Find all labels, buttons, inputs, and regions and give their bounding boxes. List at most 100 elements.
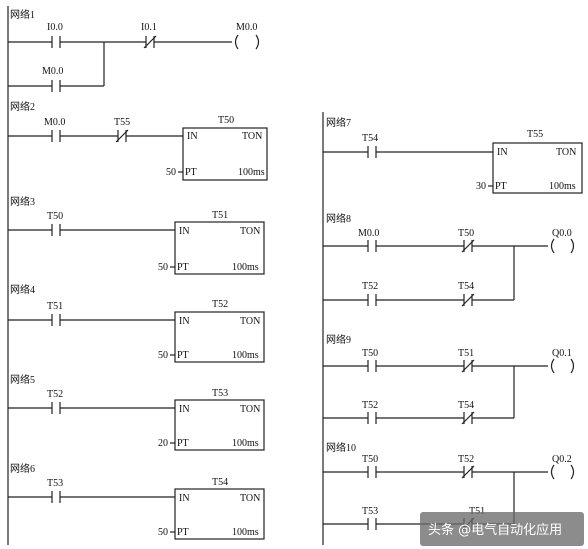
network-label: 网络9 (326, 333, 351, 346)
timer-name: T53 (212, 388, 228, 399)
contact-no (367, 465, 377, 479)
watermark: 头条 @电气自动化应用 (420, 512, 584, 546)
contact-label: I0.0 (47, 22, 63, 33)
contact-label: M0.0 (44, 117, 65, 128)
timer-time-base: 100ms (549, 181, 576, 192)
timer-type: TON (242, 131, 262, 142)
timer-in-label: IN (179, 226, 190, 237)
timer-time-base: 100ms (232, 350, 259, 361)
timer-in-label: IN (179, 493, 190, 504)
timer-in-label: IN (179, 404, 190, 415)
timer-time-base: 100ms (232, 438, 259, 449)
contact-label: T52 (458, 454, 474, 465)
timer-pt-label: PT (495, 181, 507, 192)
network-4: 网络4 T51 T52 IN TON 50 PT 100ms (8, 283, 265, 363)
network-3: 网络3 T50 T51 IN TON 50 PT 100ms (8, 195, 265, 275)
timer-type: TON (240, 226, 260, 237)
network-label: 网络6 (10, 462, 35, 475)
network-label: 网络4 (10, 283, 35, 296)
network-label: 网络5 (10, 373, 35, 386)
contact-label: T54 (458, 281, 474, 292)
timer-box (174, 488, 265, 540)
timer-pt-value: 30 (476, 181, 486, 192)
contact-label: T51 (47, 301, 63, 312)
contact-no (51, 129, 61, 143)
timer-box (174, 311, 265, 363)
timer-pt-label: PT (177, 527, 189, 538)
contact-label: T53 (47, 478, 63, 489)
network-label: 网络1 (10, 8, 35, 21)
contact-no (51, 313, 61, 327)
contact-no (51, 35, 61, 49)
contact-label: T54 (458, 400, 474, 411)
network-2: 网络2 M0.0 T55 T50 IN TON 50 PT 100ms (8, 100, 268, 181)
network-5: 网络5 T52 T53 IN TON 20 PT 100ms (8, 373, 265, 451)
coil-label: Q0.0 (552, 228, 572, 239)
contact-label: I0.1 (141, 22, 157, 33)
timer-time-base: 100ms (238, 167, 265, 178)
timer-name: T52 (212, 299, 228, 310)
timer-pt-label: PT (185, 167, 197, 178)
contact-no (51, 79, 61, 93)
contact-label: T53 (362, 506, 378, 517)
coil-label: Q0.2 (552, 454, 572, 465)
timer-box (174, 221, 265, 275)
network-label: 网络3 (10, 195, 35, 208)
contact-no (51, 490, 61, 504)
network-label: 网络10 (326, 441, 356, 454)
network-9: 网络9 T50 T51 Q0.1 T52 T54 (323, 333, 575, 425)
timer-box (492, 142, 583, 194)
timer-name: T55 (527, 129, 543, 140)
network-label: 网络7 (326, 116, 351, 129)
timer-type: TON (556, 147, 576, 158)
contact-label: T52 (362, 400, 378, 411)
contact-label: T51 (458, 348, 474, 359)
timer-name: T54 (212, 477, 228, 488)
timer-in-label: IN (187, 131, 198, 142)
network-label: 网络8 (326, 212, 351, 225)
contact-label: T50 (47, 211, 63, 222)
contact-label: T54 (362, 133, 378, 144)
contact-no (367, 359, 377, 373)
timer-in-label: IN (497, 147, 508, 158)
timer-pt-value: 50 (158, 350, 168, 361)
contact-no (367, 239, 377, 253)
timer-pt-value: 50 (158, 262, 168, 273)
contact-label: M0.0 (358, 228, 379, 239)
contact-label: T52 (362, 281, 378, 292)
timer-pt-value: 50 (166, 167, 176, 178)
contact-no (367, 293, 377, 307)
contact-label: T50 (458, 228, 474, 239)
network-1: 网络1 I0.0 I0.1 M0.0 M0.0 (8, 8, 260, 93)
timer-pt-label: PT (177, 262, 189, 273)
contact-label: T52 (47, 389, 63, 400)
coil-label: Q0.1 (552, 348, 572, 359)
timer-type: TON (240, 404, 260, 415)
timer-type: TON (240, 493, 260, 504)
contact-no (367, 145, 377, 159)
timer-name: T50 (218, 115, 234, 126)
contact-label: M0.0 (42, 66, 63, 77)
contact-label: T50 (362, 454, 378, 465)
timer-time-base: 100ms (232, 262, 259, 273)
network-8: 网络8 M0.0 T50 Q0.0 T52 T54 (323, 212, 575, 307)
timer-pt-label: PT (177, 438, 189, 449)
contact-no (51, 223, 61, 237)
timer-box (174, 399, 265, 451)
timer-time-base: 100ms (232, 527, 259, 538)
contact-label: T50 (362, 348, 378, 359)
contact-no (367, 517, 377, 531)
contact-no (367, 411, 377, 425)
contact-label: T51 (469, 506, 485, 517)
timer-pt-value: 20 (158, 438, 168, 449)
timer-box (182, 127, 268, 181)
timer-type: TON (240, 316, 260, 327)
network-6: 网络6 T53 T54 IN TON 50 PT 100ms (8, 462, 265, 540)
network-label: 网络2 (10, 100, 35, 113)
network-7: 网络7 T54 T55 IN TON 30 PT 100ms (323, 116, 583, 194)
timer-pt-value: 50 (158, 527, 168, 538)
timer-in-label: IN (179, 316, 190, 327)
timer-name: T51 (212, 210, 228, 221)
coil-label: M0.0 (236, 22, 257, 33)
